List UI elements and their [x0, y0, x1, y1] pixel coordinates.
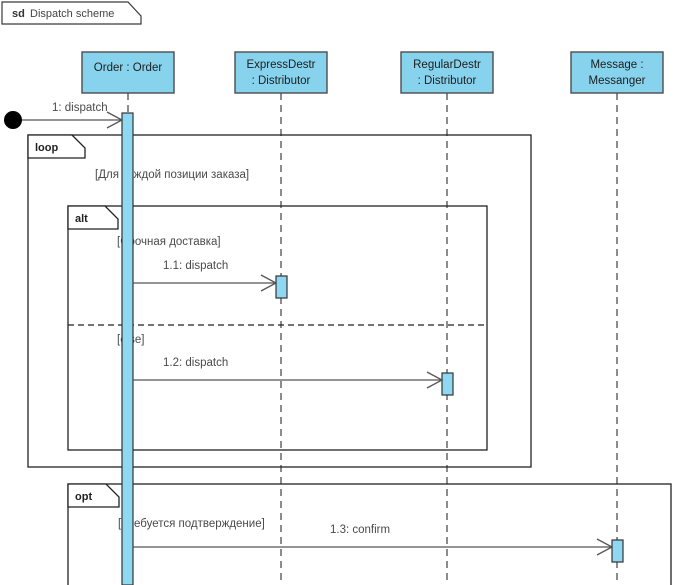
fragment-opt-box — [67, 483, 672, 585]
message-1-3-label: 1.3: confirm — [330, 524, 390, 536]
diagram-frame-header: sd Dispatch scheme — [1, 1, 142, 25]
lifeline-label-express-line1: ExpressDestr — [246, 59, 315, 71]
frame-tab-shape — [1, 1, 142, 25]
message-1-1-arrowhead-icon — [260, 274, 278, 292]
lifeline-box-order — [81, 51, 175, 94]
message-1-label: 1: dispatch — [52, 102, 108, 114]
message-1-3-confirm[interactable]: 1.3: confirm — [133, 524, 614, 556]
message-1-2-dispatch[interactable]: 1.2: dispatch — [133, 357, 444, 389]
fragment-opt[interactable]: opt [Требуется подтверждение] — [67, 483, 672, 585]
lifeline-header-message[interactable]: Message : Messanger — [570, 51, 664, 94]
message-1-3-arrowhead-icon — [596, 538, 614, 556]
activation-bar-order[interactable] — [121, 112, 134, 585]
fragment-loop-operator-tab — [27, 134, 86, 159]
activation-bar-message[interactable] — [611, 539, 624, 563]
fragment-opt-operator-label: opt — [75, 491, 92, 503]
activation-bar-regular[interactable] — [441, 372, 454, 396]
fragment-loop-operator-label: loop — [35, 142, 58, 154]
lifeline-label-order-line1: Order : Order — [94, 62, 163, 74]
lifeline-label-message-line2: Messanger — [589, 75, 646, 87]
found-message-marker-icon — [4, 111, 22, 129]
fragment-loop-guard: [Для каждой позиции заказа] — [95, 169, 249, 181]
lifeline-label-message-line1: Message : — [590, 59, 643, 71]
lifeline-header-order[interactable]: Order : Order — [81, 51, 175, 94]
message-1-dispatch[interactable]: 1: dispatch — [22, 102, 124, 129]
fragment-loop[interactable]: loop [Для каждой позиции заказа] — [27, 134, 532, 468]
fragment-alt-box — [67, 205, 488, 451]
lifeline-label-regular-line1: RegularDestr — [413, 59, 481, 71]
lifeline-box-express — [234, 51, 328, 94]
fragment-alt-operator-tab — [67, 205, 119, 230]
lifeline-lines-group — [127, 93, 618, 585]
lifeline-label-regular-line2: : Distributor — [418, 75, 477, 87]
lifeline-box-message — [570, 51, 664, 94]
lifeline-box-regular — [400, 51, 494, 94]
message-1-2-arrowhead-icon — [426, 371, 444, 389]
frame-title-label: Dispatch scheme — [30, 8, 114, 20]
message-1-1-dispatch[interactable]: 1.1: dispatch — [133, 260, 278, 292]
fragment-loop-box — [27, 134, 532, 468]
message-1-1-label: 1.1: dispatch — [163, 260, 228, 272]
lifeline-label-express-line2: : Distributor — [252, 75, 311, 87]
message-1-arrowhead-icon — [106, 111, 124, 129]
activation-bar-express[interactable] — [275, 275, 288, 299]
lifeline-header-regular[interactable]: RegularDestr : Distributor — [400, 51, 494, 94]
lifeline-header-express[interactable]: ExpressDestr : Distributor — [234, 51, 328, 94]
fragment-alt-guard-first: [Срочная доставка] — [117, 236, 221, 248]
fragment-opt-operator-tab — [67, 483, 120, 508]
fragment-opt-guard: [Требуется подтверждение] — [118, 518, 265, 530]
message-1-2-label: 1.2: dispatch — [163, 357, 228, 369]
activation-bars-group — [121, 112, 624, 585]
frame-kind-label: sd — [12, 8, 25, 20]
fragment-alt-operator-label: alt — [75, 213, 88, 225]
